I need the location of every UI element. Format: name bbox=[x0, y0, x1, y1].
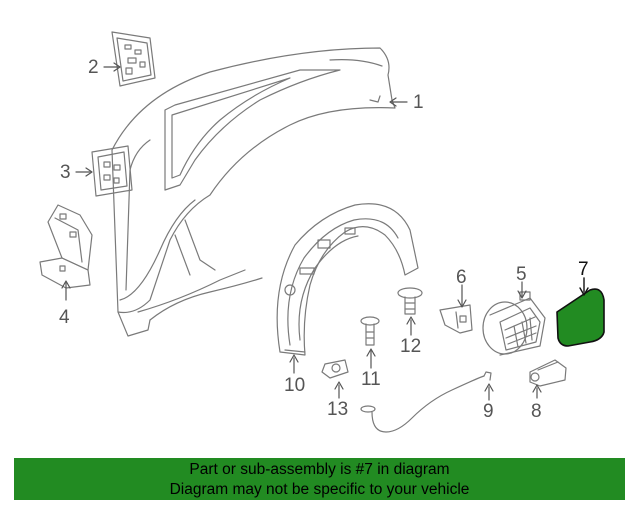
callout-11: 11 bbox=[361, 369, 381, 390]
leader-lines bbox=[61, 62, 542, 401]
callout-13: 13 bbox=[327, 399, 349, 420]
callout-9: 9 bbox=[483, 401, 494, 422]
callout-6: 6 bbox=[456, 267, 467, 288]
quarter-panel-part-1 bbox=[111, 47, 396, 337]
disclaimer-banner: Part or sub-assembly is #7 in diagram Di… bbox=[14, 458, 625, 500]
release-cable-part-9 bbox=[360, 371, 492, 433]
latch-part-6 bbox=[439, 304, 473, 334]
wheelhouse-liner-part-10 bbox=[276, 203, 419, 356]
callout-10: 10 bbox=[284, 375, 306, 396]
banner-line-2: Diagram may not be specific to your vehi… bbox=[169, 481, 470, 498]
bracket-part-2 bbox=[111, 31, 156, 87]
part-7-leader bbox=[579, 277, 589, 296]
banner-line-1: Part or sub-assembly is #7 in diagram bbox=[189, 461, 450, 478]
callout-1: 1 bbox=[413, 92, 424, 113]
actuator-part-8 bbox=[529, 359, 567, 387]
callout-4: 4 bbox=[59, 307, 70, 328]
callout-12: 12 bbox=[400, 336, 422, 357]
callout-2: 2 bbox=[88, 57, 99, 78]
callout-7: 7 bbox=[578, 259, 589, 280]
bracket-part-3 bbox=[91, 145, 133, 197]
fuel-door-part-7 bbox=[556, 288, 605, 347]
callout-3: 3 bbox=[60, 162, 71, 183]
callout-8: 8 bbox=[531, 401, 542, 422]
clip-part-12 bbox=[397, 287, 423, 315]
callout-5: 5 bbox=[516, 264, 527, 285]
push-pin-part-11 bbox=[360, 316, 380, 346]
support-bracket-part-4 bbox=[39, 204, 93, 289]
fuel-filler-housing-part-5 bbox=[482, 291, 546, 356]
nut-part-13 bbox=[321, 359, 349, 379]
